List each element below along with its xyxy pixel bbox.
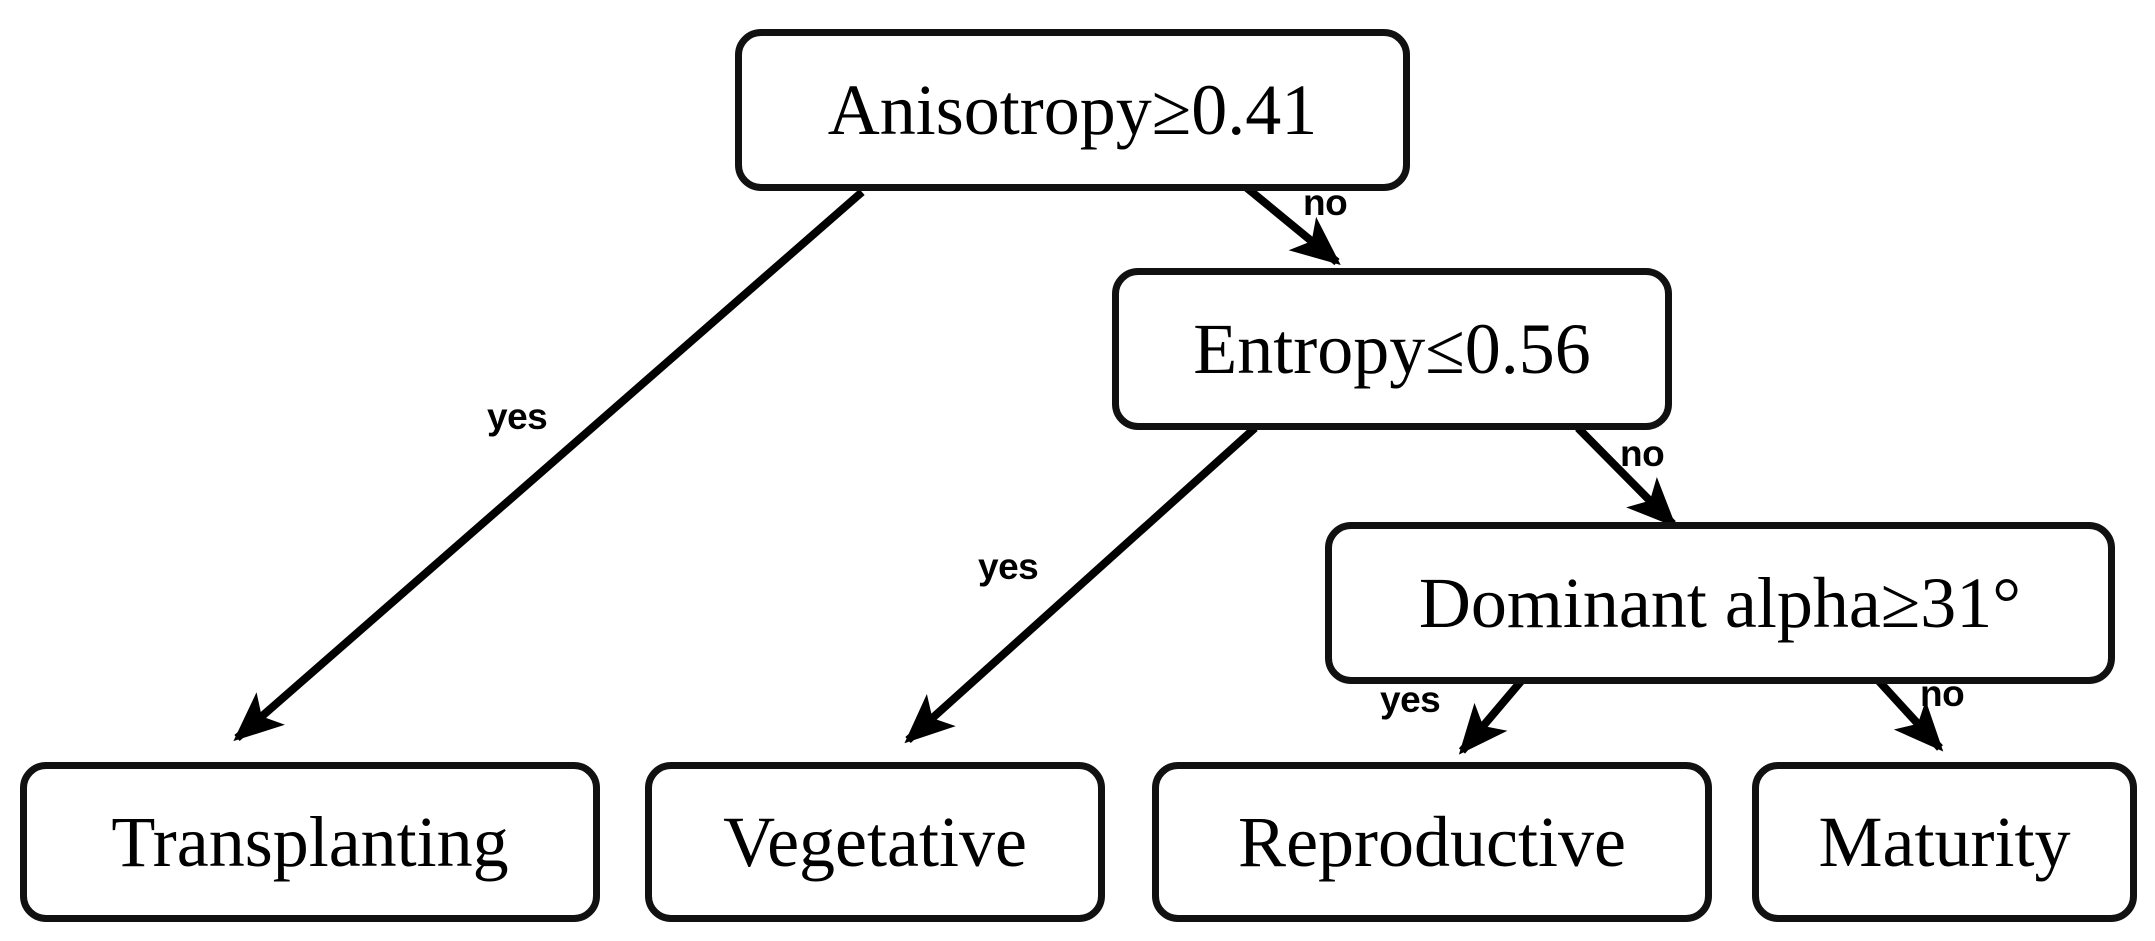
edge-label-entropy-no: no: [1620, 433, 1665, 474]
node-dominant-alpha-label: Dominant alpha≥31°: [1418, 562, 2022, 643]
edge-label-dominantalpha-no: no: [1920, 673, 1965, 714]
node-vegetative-label: Vegetative: [723, 801, 1027, 882]
node-maturity[interactable]: Maturity: [1752, 762, 2137, 922]
node-reproductive-label: Reproductive: [1238, 801, 1626, 882]
node-anisotropy[interactable]: Anisotropy≥0.41: [735, 29, 1410, 191]
node-vegetative[interactable]: Vegetative: [645, 762, 1105, 922]
node-dominant-alpha[interactable]: Dominant alpha≥31°: [1325, 522, 2115, 684]
edge-label-anisotropy-yes: yes: [487, 396, 548, 437]
node-reproductive[interactable]: Reproductive: [1152, 762, 1712, 922]
node-maturity-label: Maturity: [1818, 801, 2071, 882]
edge-label-dominantalpha-yes: yes: [1380, 679, 1441, 720]
edge-label-anisotropy-no: no: [1303, 182, 1348, 223]
node-entropy[interactable]: Entropy≤0.56: [1112, 268, 1672, 430]
node-transplanting[interactable]: Transplanting: [20, 762, 600, 922]
node-entropy-label: Entropy≤0.56: [1193, 308, 1591, 389]
edge-entropy-yes-vegetative: [904, 425, 1258, 744]
node-transplanting-label: Transplanting: [111, 801, 509, 882]
edge-label-entropy-yes: yes: [978, 546, 1039, 587]
node-anisotropy-label: Anisotropy≥0.41: [827, 69, 1318, 150]
edge-anisotropy-yes-transplanting: [233, 188, 865, 742]
